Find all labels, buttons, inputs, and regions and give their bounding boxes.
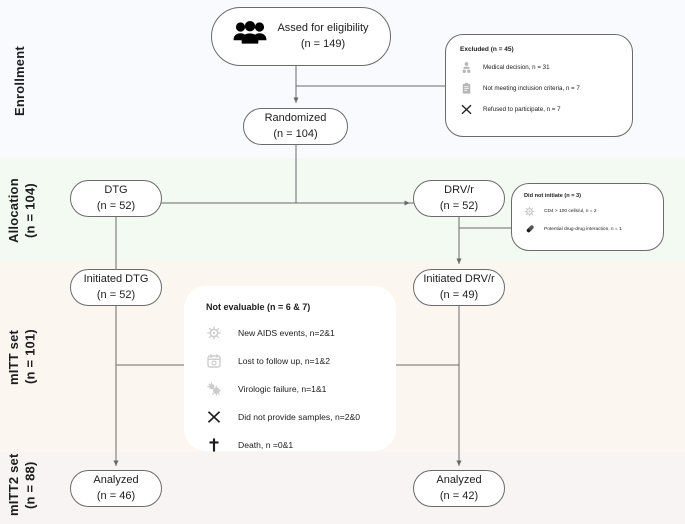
card-did-not-initiate-row: CD4 > 100 cells/ul, n = 2: [524, 206, 653, 217]
cross-dagger-icon: [206, 437, 222, 453]
card-excluded-row-label: Medical decision, n = 31: [483, 64, 550, 71]
node-assessed-line2: (n = 149): [300, 37, 346, 50]
node-analyzed-dtg-line1: Analyzed: [93, 473, 139, 486]
card-not-evaluable-row-label: Virologic failure, n=1&1: [238, 384, 327, 394]
node-assessed-line1: Assed for eligibility: [277, 21, 369, 34]
card-not-evaluable-row: Lost to follow up, n=1&2: [206, 353, 382, 369]
virus-icon: [206, 325, 222, 341]
node-dtg[interactable]: DTG (n = 52): [70, 180, 162, 217]
clipboard-icon: [460, 82, 473, 95]
node-dtg-line2: (n = 52): [96, 199, 136, 212]
card-did-not-initiate-row-label: CD4 > 100 cells/ul, n = 2: [544, 209, 597, 214]
x-cross-icon: [206, 409, 222, 425]
card-not-evaluable[interactable]: Not evaluable (n = 6 & 7) New AIDS event…: [184, 286, 396, 453]
pill-icon: [524, 224, 535, 235]
card-did-not-initiate[interactable]: Did not initiate (n = 3) CD4 > 100 cells…: [511, 183, 664, 251]
node-initiated-drvr[interactable]: Initiated DRV/r (n = 49): [413, 269, 505, 306]
card-not-evaluable-row: Did not provide samples, n=2&0: [206, 409, 382, 425]
card-not-evaluable-row: Virologic failure, n=1&1: [206, 381, 382, 397]
node-initiated-drvr-line1: Initiated DRV/r: [423, 272, 495, 285]
card-excluded-row-label: Refused to participate, n = 7: [483, 106, 561, 113]
card-not-evaluable-row-label: Lost to follow up, n=1&2: [238, 356, 330, 366]
node-randomized-line2: (n = 104): [273, 127, 318, 140]
node-initiated-drvr-line2: (n = 49): [439, 288, 479, 301]
node-randomized[interactable]: Randomized (n = 104): [243, 108, 348, 145]
card-not-evaluable-row-label: New AIDS events, n=2&1: [238, 328, 335, 338]
node-initiated-dtg-line2: (n = 52): [96, 288, 136, 301]
node-initiated-dtg[interactable]: Initiated DTG (n = 52): [70, 269, 162, 306]
card-not-evaluable-title: Not evaluable (n = 6 & 7): [206, 302, 311, 312]
card-not-evaluable-row: New AIDS events, n=2&1: [206, 325, 382, 341]
node-assessed-for-eligibility[interactable]: Assed for eligibility (n = 149): [211, 7, 391, 66]
card-did-not-initiate-title: Did not initiate (n = 3): [524, 193, 582, 199]
cell-virus-icon: [524, 206, 535, 217]
node-initiated-dtg-line1: Initiated DTG: [83, 272, 149, 285]
card-not-evaluable-row: Death, n =0&1: [206, 437, 382, 453]
card-excluded-title: Excluded (n = 45): [460, 46, 514, 53]
node-analyzed-drvr-line1: Analyzed: [436, 473, 482, 486]
card-not-evaluable-row-label: Did not provide samples, n=2&0: [238, 412, 361, 422]
card-excluded-row-label: Not meeting inclusion criteria, n = 7: [483, 85, 580, 92]
card-did-not-initiate-row: Potential drug-drug interaction, n = 1: [524, 224, 653, 235]
card-not-evaluable-row-label: Death, n =0&1: [238, 440, 294, 450]
card-did-not-initiate-row-label: Potential drug-drug interaction, n = 1: [544, 227, 622, 232]
card-excluded-row: Not meeting inclusion criteria, n = 7: [460, 82, 620, 95]
virus-cluster-icon: [206, 381, 222, 397]
node-analyzed-drvr[interactable]: Analyzed (n = 42): [413, 470, 505, 507]
card-excluded[interactable]: Excluded (n = 45) Medical decision, n = …: [445, 34, 633, 137]
node-analyzed-dtg[interactable]: Analyzed (n = 46): [70, 470, 162, 507]
calendar-icon: [206, 353, 222, 369]
card-excluded-row: Medical decision, n = 31: [460, 61, 620, 74]
x-cross-icon: [460, 103, 473, 116]
node-analyzed-drvr-line2: (n = 42): [439, 489, 479, 502]
node-drvr[interactable]: DRV/r (n = 52): [413, 180, 505, 217]
node-drvr-line1: DRV/r: [444, 183, 474, 196]
node-drvr-line2: (n = 52): [439, 199, 479, 212]
card-excluded-row: Refused to participate, n = 7: [460, 103, 620, 116]
node-dtg-line1: DTG: [104, 183, 128, 196]
person-badge-icon: [460, 61, 473, 74]
node-randomized-line1: Randomized: [264, 111, 327, 124]
node-analyzed-dtg-line2: (n = 46): [96, 489, 136, 502]
people-group-icon: [233, 20, 267, 53]
